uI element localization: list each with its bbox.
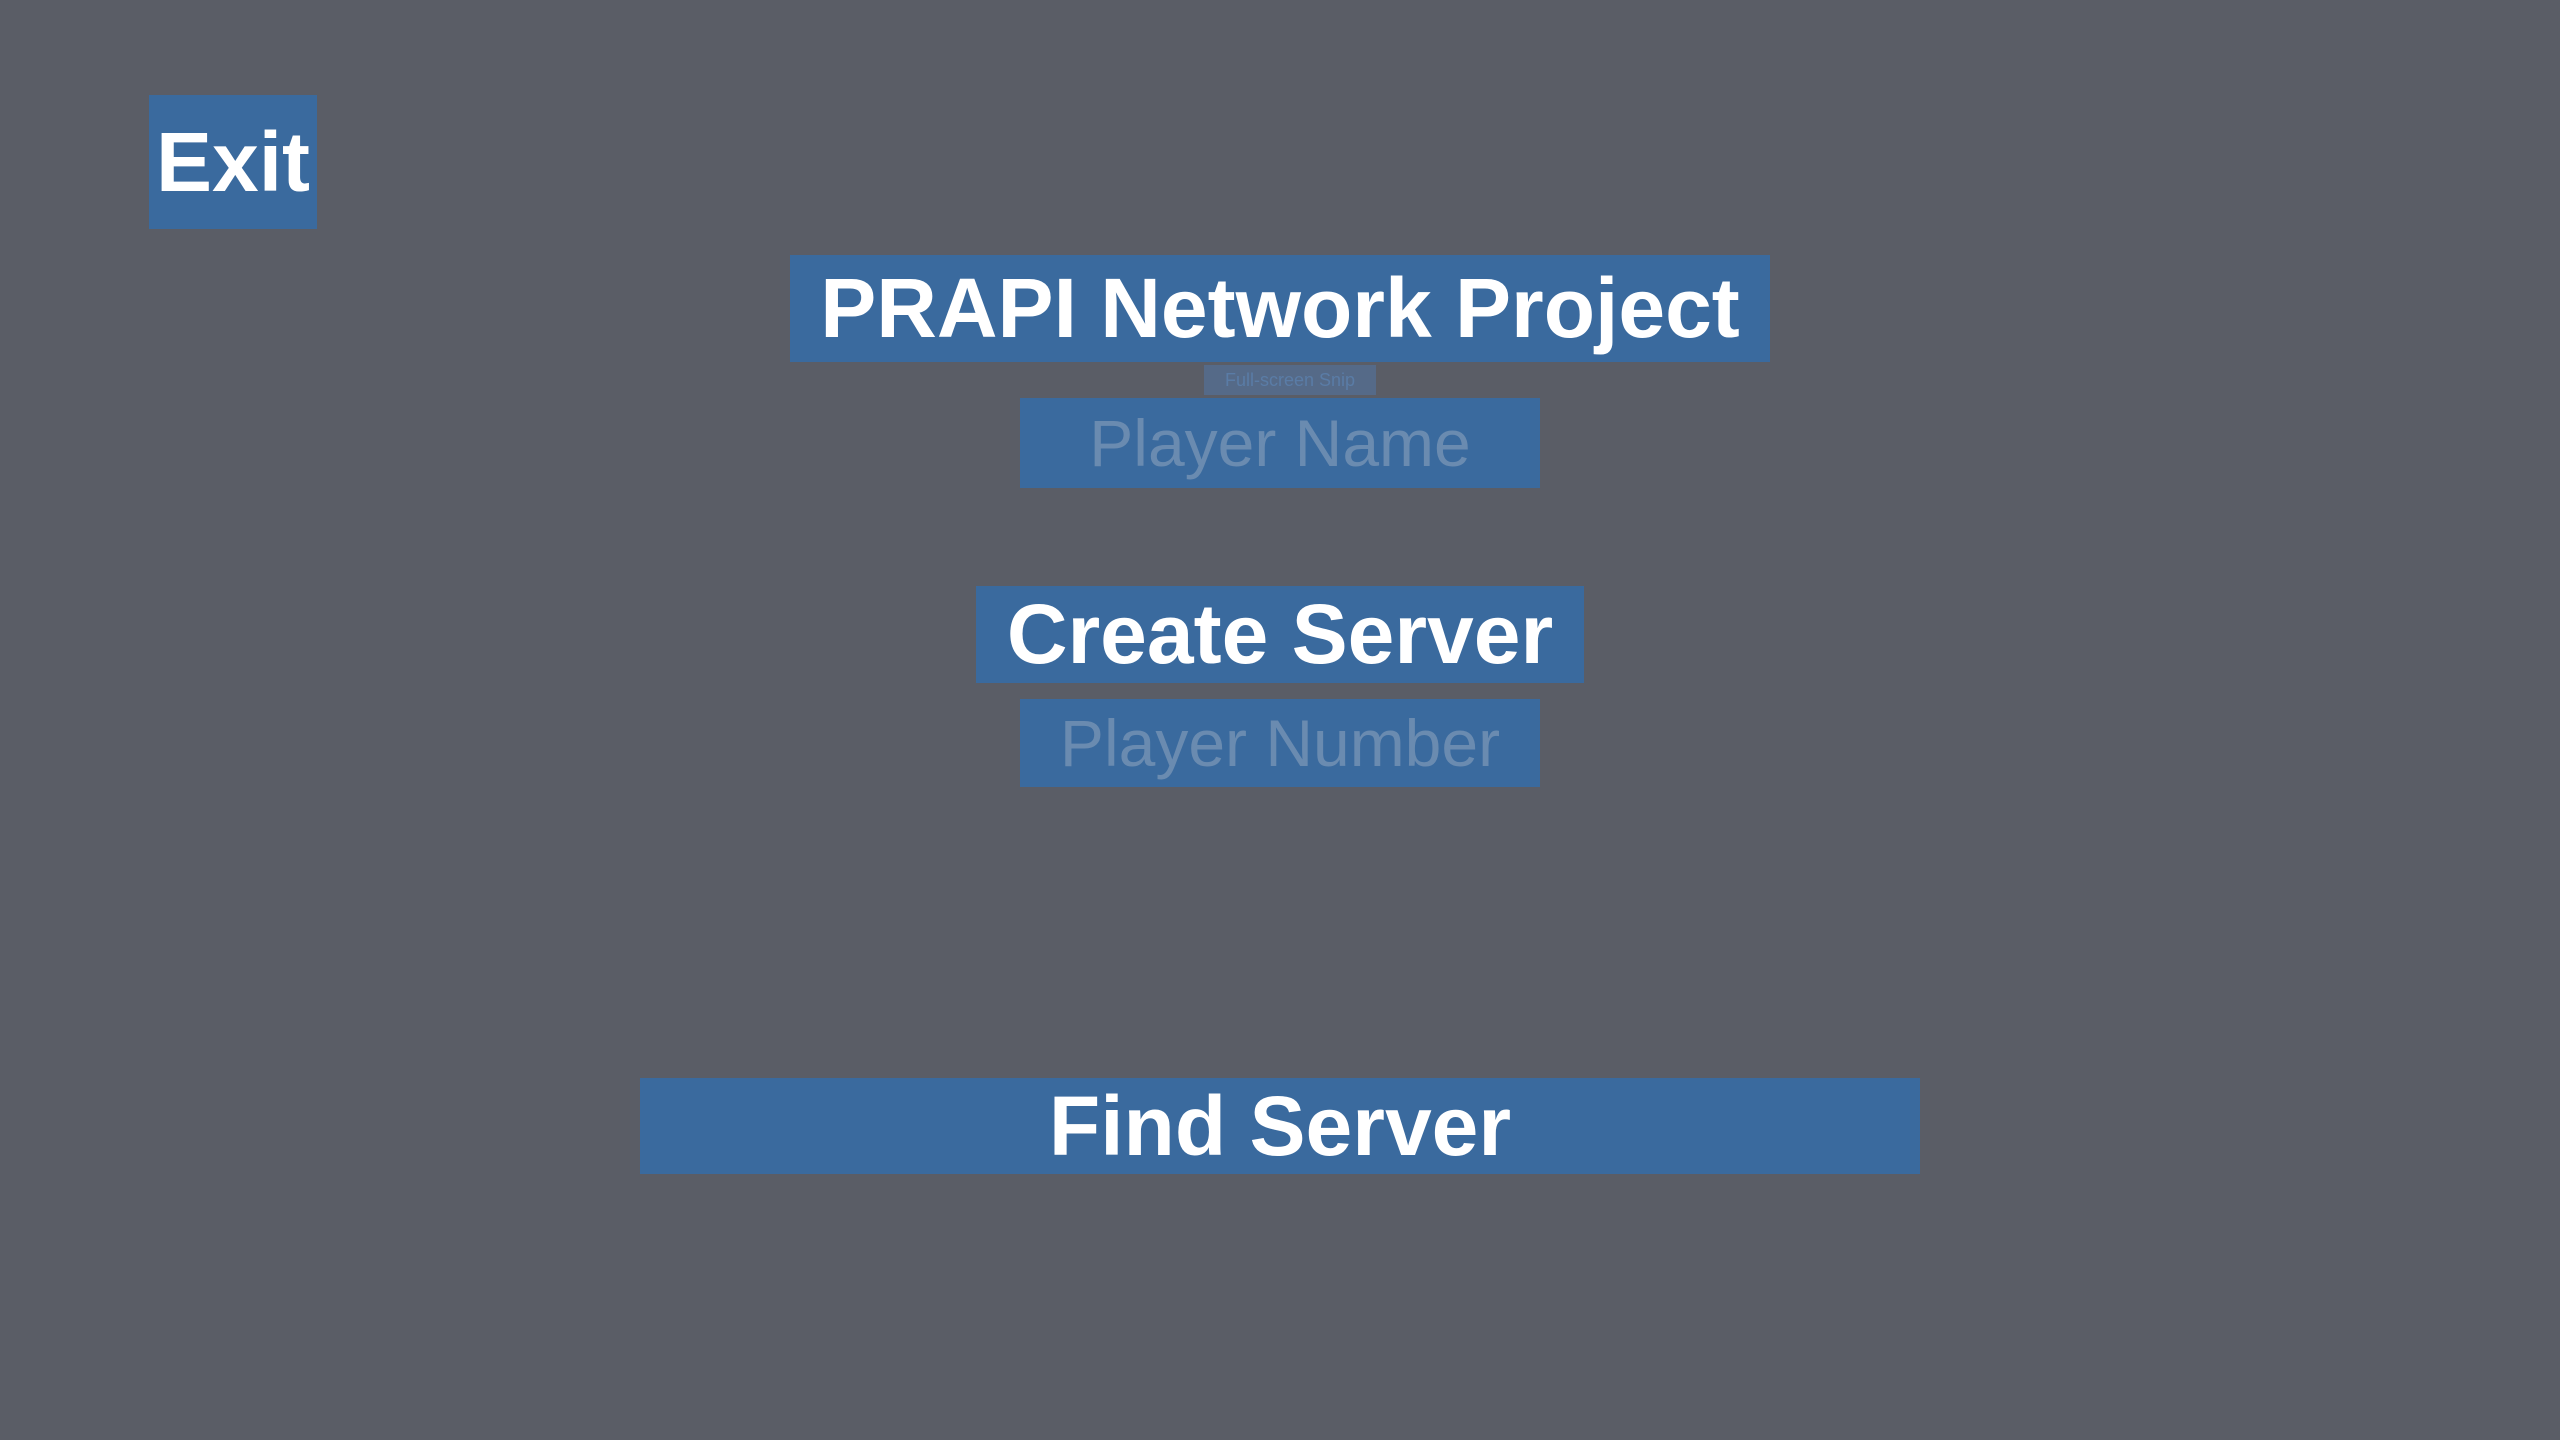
player-name-input[interactable] (1020, 398, 1540, 488)
exit-button[interactable]: Exit (149, 95, 317, 229)
find-server-button[interactable]: Find Server (640, 1078, 1920, 1174)
player-number-input[interactable] (1020, 699, 1540, 787)
snip-tooltip: Full-screen Snip (1204, 365, 1376, 395)
create-server-button[interactable]: Create Server (976, 586, 1584, 683)
page-title: PRAPI Network Project (790, 255, 1770, 362)
